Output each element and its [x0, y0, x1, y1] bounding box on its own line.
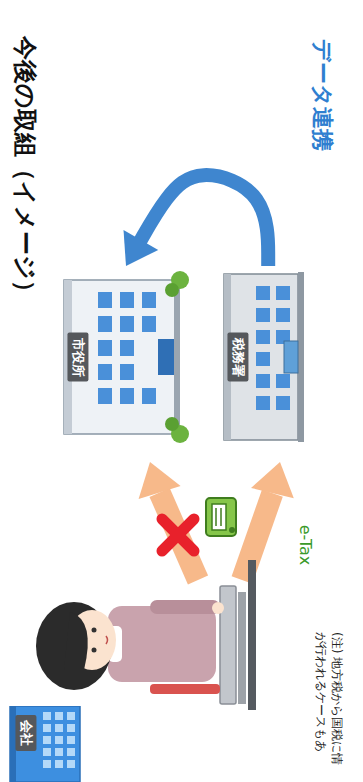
- window: [276, 308, 290, 322]
- body: [108, 606, 216, 682]
- icon-sheet: [212, 504, 226, 530]
- window: [142, 388, 156, 404]
- link-path: [139, 175, 268, 266]
- window: [98, 340, 112, 356]
- window: [98, 388, 112, 404]
- window: [276, 374, 290, 388]
- window: [43, 712, 51, 720]
- edge-label: データ連携: [308, 39, 337, 151]
- window: [256, 286, 270, 300]
- window: [256, 330, 270, 344]
- city-building: 市役所: [62, 270, 190, 444]
- data-link-arrow: [124, 175, 269, 266]
- company-building: 会社: [8, 706, 82, 782]
- hand: [212, 602, 224, 614]
- bangs: [64, 612, 88, 670]
- note-text: (注) 地方税から国税に情 が行われるケースもあ: [312, 632, 343, 768]
- mouth: [106, 636, 108, 644]
- window: [120, 388, 134, 404]
- arrow-head: [251, 462, 294, 498]
- window: [142, 316, 156, 332]
- bush: [165, 283, 179, 297]
- window: [55, 748, 63, 756]
- window: [256, 308, 270, 322]
- tax-building: 税務署: [222, 270, 306, 444]
- arm: [150, 600, 220, 614]
- window: [43, 760, 51, 768]
- arrow-shaft: [160, 493, 198, 581]
- arrow-head: [139, 462, 181, 499]
- window: [55, 724, 63, 732]
- eye: [92, 648, 97, 653]
- window: [120, 340, 134, 356]
- icon-line: [215, 508, 217, 526]
- window: [276, 396, 290, 410]
- window: [98, 292, 112, 308]
- building-sign: 税務署: [228, 333, 249, 382]
- desk: [248, 560, 256, 710]
- facade: [64, 280, 176, 434]
- entrance: [284, 341, 298, 373]
- building-sign: 会社: [16, 715, 37, 751]
- window: [67, 712, 75, 720]
- entrance: [158, 339, 174, 375]
- icon-dot: [229, 527, 235, 533]
- window: [276, 286, 290, 300]
- cross-stroke: [162, 519, 194, 551]
- window: [120, 292, 134, 308]
- submit-arrows: [139, 462, 294, 580]
- window: [256, 352, 270, 366]
- window: [43, 736, 51, 744]
- slide-title: 今後の取組（イメージ）: [8, 36, 39, 304]
- etax-icon: [206, 498, 236, 536]
- bush: [165, 417, 179, 431]
- arrow-shaft: [242, 493, 272, 580]
- window: [67, 736, 75, 744]
- window: [98, 364, 112, 380]
- window: [120, 316, 134, 332]
- window: [67, 724, 75, 732]
- icon-line: [220, 508, 222, 526]
- cross-stroke: [162, 519, 194, 551]
- eye: [92, 628, 97, 633]
- laptop-base: [238, 592, 246, 704]
- person-at-laptop: [36, 560, 256, 710]
- window: [55, 712, 63, 720]
- window: [256, 396, 270, 410]
- facade: [224, 274, 298, 440]
- arrow-head: [124, 230, 159, 266]
- window: [67, 760, 75, 768]
- window: [142, 292, 156, 308]
- ground-strip: [174, 276, 180, 438]
- laptop-screen: [220, 586, 236, 704]
- window: [98, 316, 112, 332]
- window: [55, 736, 63, 744]
- building-sign: 市役所: [68, 333, 89, 382]
- red-cross: [162, 519, 194, 551]
- window: [55, 760, 63, 768]
- window: [67, 748, 75, 756]
- window: [43, 724, 51, 732]
- window: [43, 748, 51, 756]
- ground-strip: [298, 272, 304, 442]
- chair: [150, 684, 220, 694]
- icon-body: [206, 498, 236, 536]
- service-label: e-Tax: [295, 525, 316, 566]
- window: [256, 374, 270, 388]
- facade: [10, 706, 80, 782]
- window: [120, 364, 134, 380]
